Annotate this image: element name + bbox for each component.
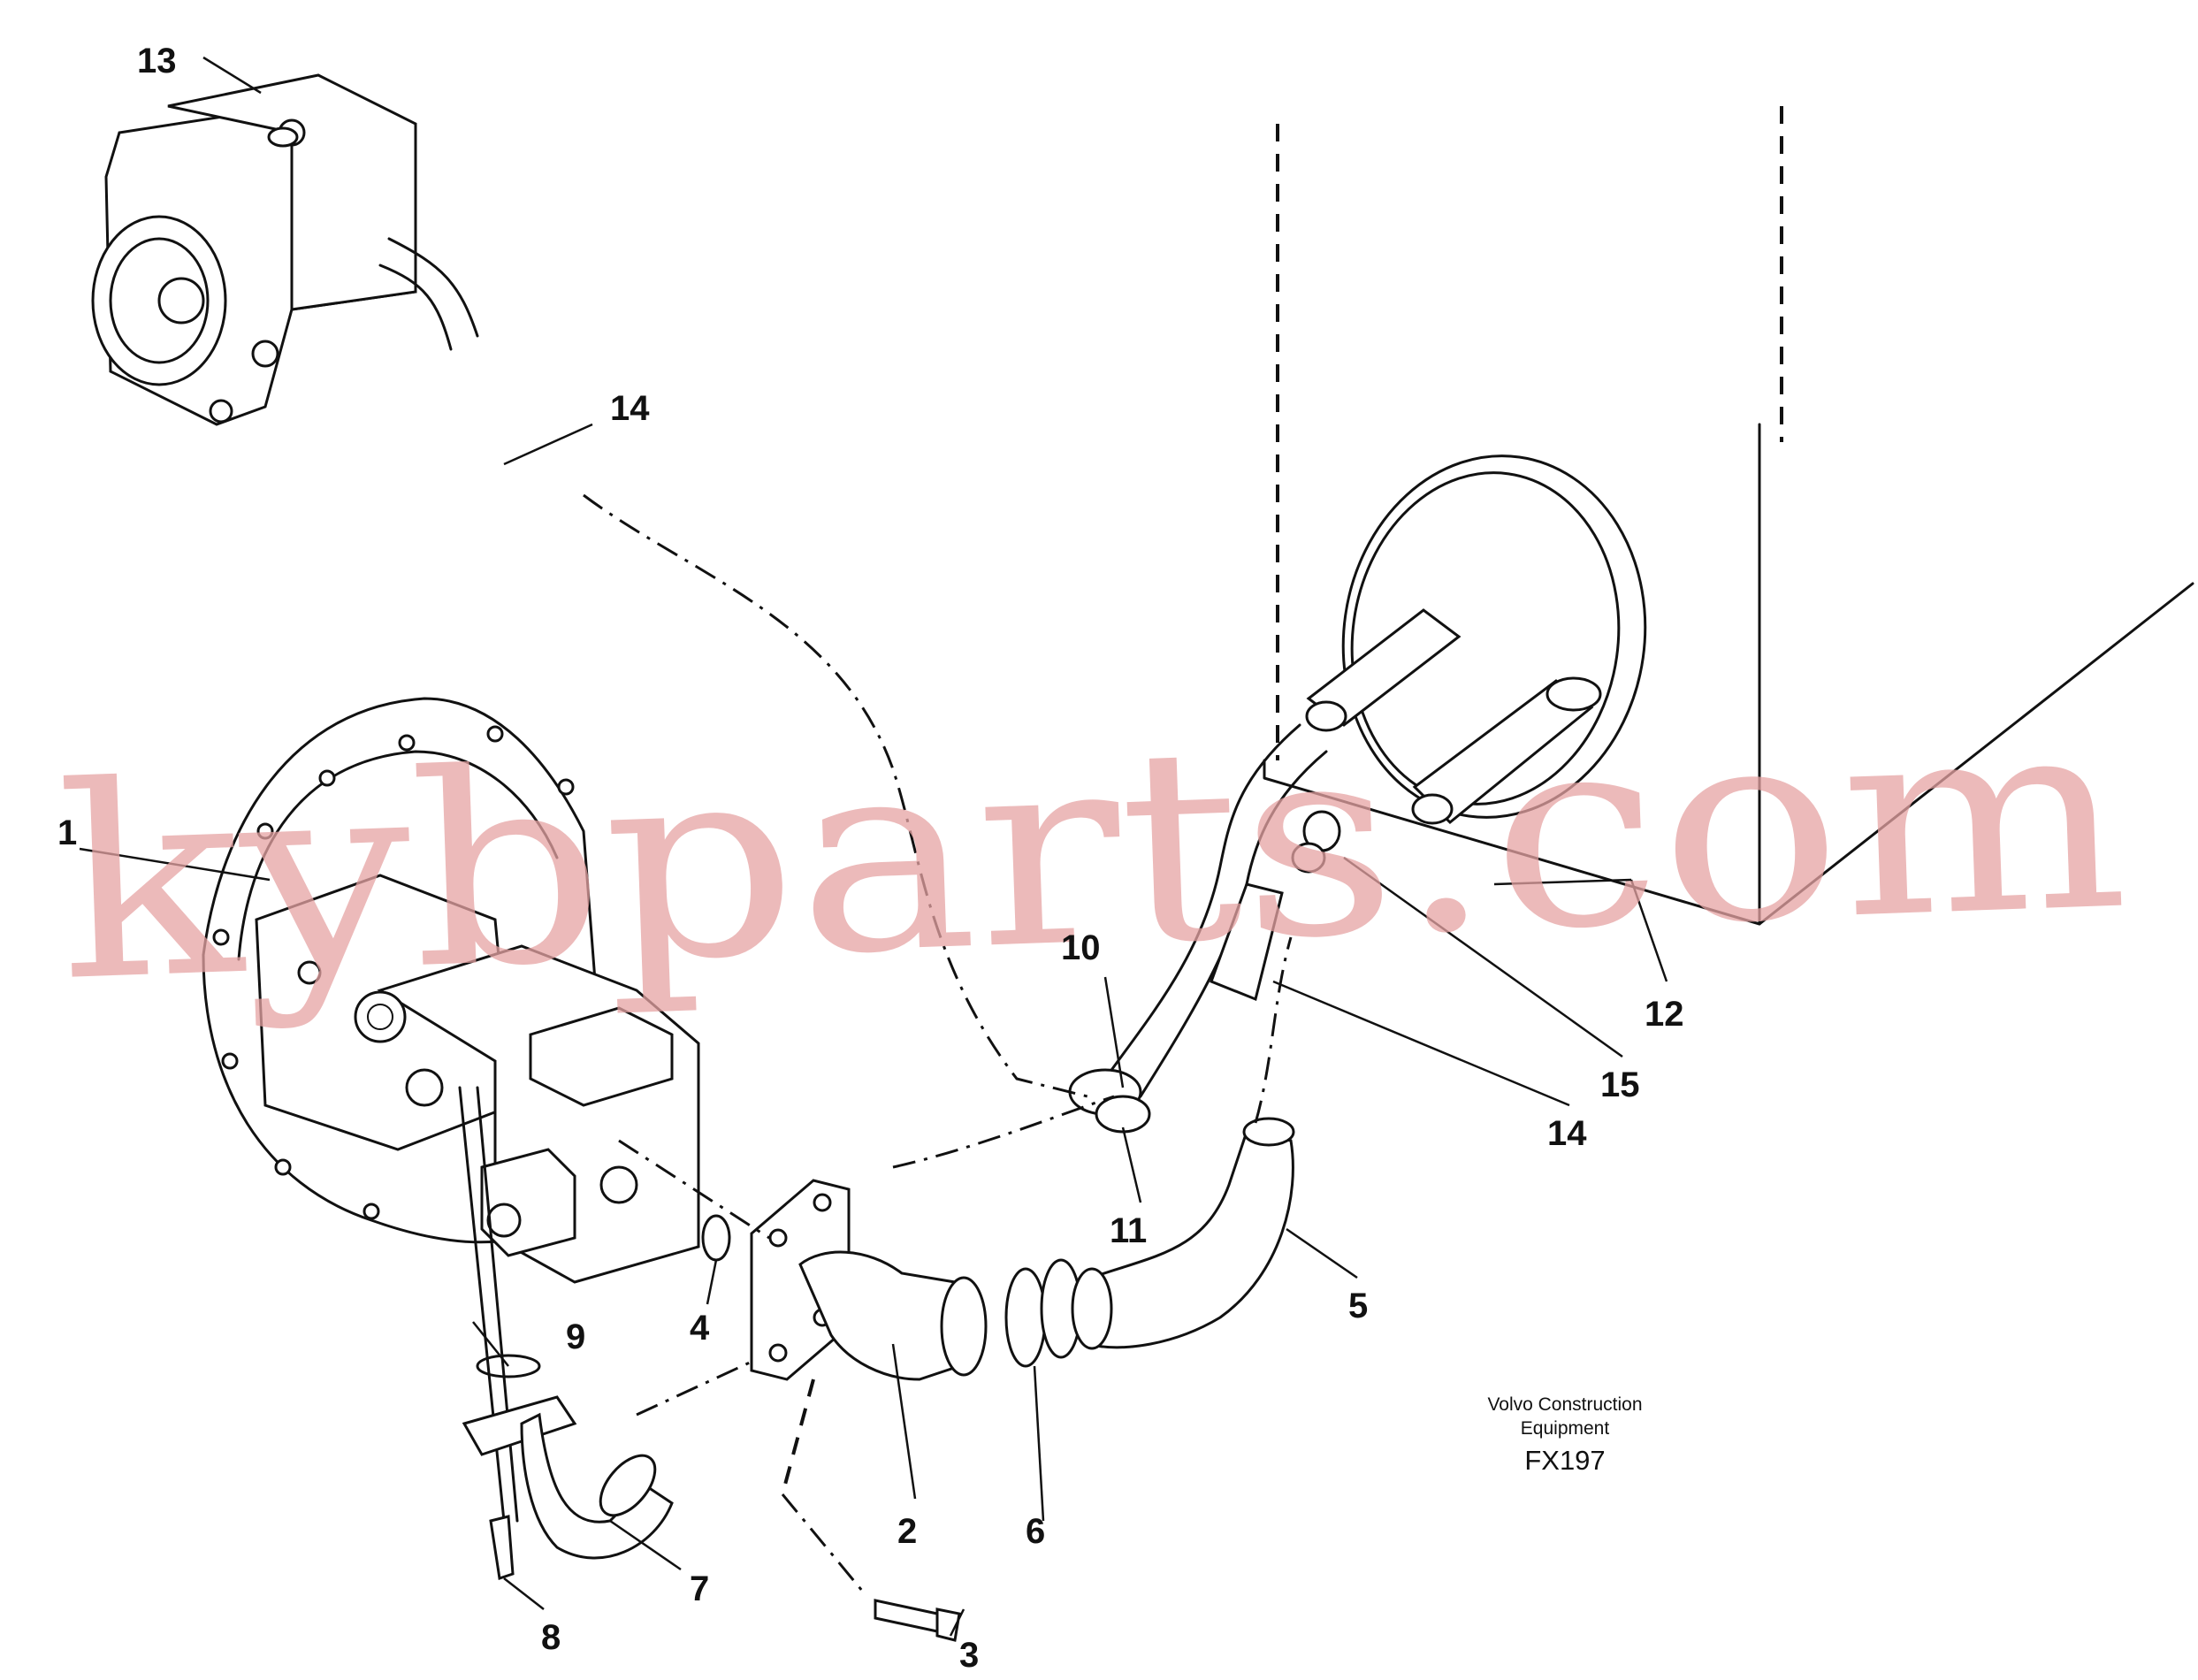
part-labels: 13 14 1 10 12 15 14 11 5 4 9 2 6 7 8 3: [57, 42, 1684, 1675]
part-label-7: 7: [690, 1569, 709, 1608]
hydraulic-tank: [1263, 106, 2194, 926]
watermark-text: kybparts.com: [53, 660, 2132, 1040]
part-label-15: 15: [1600, 1065, 1640, 1104]
part-label-14-upper: 14: [610, 389, 650, 428]
part-label-3: 3: [959, 1636, 979, 1675]
caption-line-1: Volvo Construction: [1487, 1394, 1642, 1415]
drain-pipe: [458, 1086, 961, 1642]
gear-pump: [91, 73, 479, 426]
part-label-14-lower: 14: [1547, 1114, 1587, 1153]
part-label-1: 1: [57, 813, 77, 852]
part-label-10: 10: [1061, 928, 1101, 967]
main-pump-unit: [202, 697, 700, 1284]
suction-hose: [1071, 1117, 1295, 1350]
connection-lines: [583, 493, 1293, 1597]
part-label-13: 13: [137, 42, 177, 80]
part-label-12: 12: [1645, 995, 1684, 1034]
part-label-8: 8: [541, 1618, 561, 1657]
leader-lines: [79, 56, 1668, 1637]
part-label-5: 5: [1348, 1287, 1368, 1325]
drawing-caption: Volvo Construction Equipment FX197: [1487, 1394, 1642, 1476]
part-label-9: 9: [566, 1317, 585, 1356]
hose-clamps: [1004, 1258, 1082, 1368]
part-label-2: 2: [897, 1512, 917, 1551]
caption-line-2: Equipment: [1521, 1418, 1610, 1439]
drawing-code: FX197: [1524, 1445, 1605, 1476]
part-label-6: 6: [1026, 1512, 1045, 1551]
return-hose: [1068, 608, 1602, 1134]
flange-and-elbow: [750, 1179, 988, 1381]
part-label-11: 11: [1110, 1211, 1147, 1250]
part-label-4: 4: [690, 1309, 710, 1348]
